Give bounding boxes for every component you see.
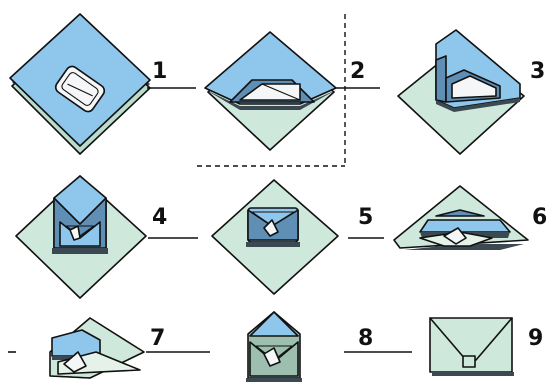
step-4-number: 4 — [152, 205, 167, 230]
step-9-number: 9 — [528, 326, 543, 351]
step-5-number: 5 — [358, 205, 373, 230]
step-8-number: 8 — [358, 326, 373, 351]
step-2-number: 2 — [350, 59, 365, 84]
step-7-number: 7 — [150, 326, 165, 351]
step-7-figure — [50, 318, 144, 378]
step-5-figure — [212, 180, 338, 294]
step-6-number: 6 — [532, 205, 546, 230]
step-3-number: 3 — [530, 59, 545, 84]
step-6-figure — [394, 186, 528, 250]
step-2-figure — [205, 32, 336, 150]
step-1-figure — [10, 14, 150, 154]
step-3-figure — [398, 30, 524, 154]
step-9-figure — [430, 318, 514, 376]
step-4-figure — [16, 176, 146, 298]
step-1-number: 1 — [152, 59, 167, 84]
step-8-figure — [246, 312, 302, 382]
